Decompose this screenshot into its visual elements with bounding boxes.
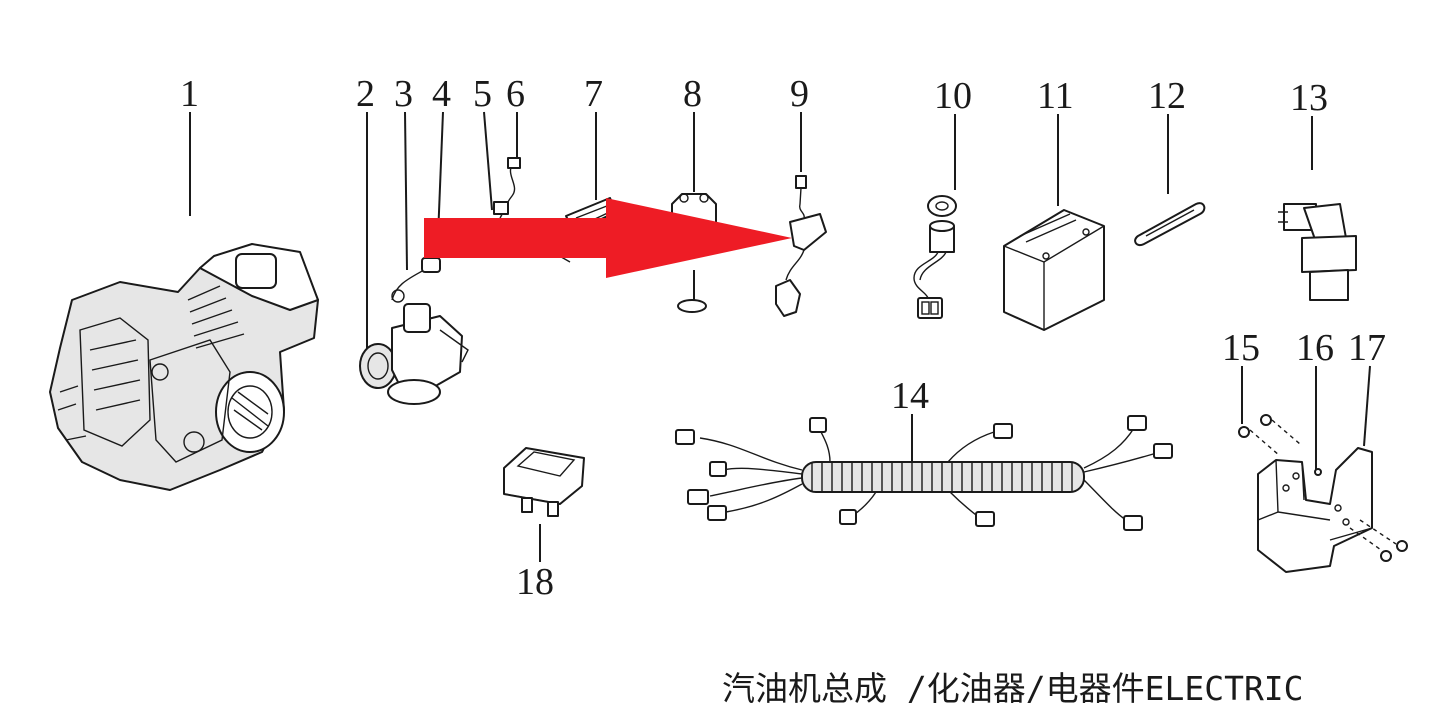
- battery: [1003, 209, 1105, 331]
- callout-1: 1: [180, 73, 199, 115]
- callout-13: 13: [1290, 77, 1328, 119]
- carburetor: [359, 257, 469, 405]
- callout-11: 11: [1037, 75, 1074, 117]
- engine-assembly: [49, 243, 319, 491]
- callout-10: 10: [934, 75, 972, 117]
- wire-harness: [675, 415, 1173, 531]
- sensor-lead: [493, 157, 521, 219]
- highlight-arrow: [424, 198, 792, 278]
- rectifier: [1278, 203, 1357, 301]
- mounting-bracket: [1238, 414, 1408, 573]
- spark-plug-cap: [775, 175, 827, 317]
- callout-2: 2: [356, 73, 375, 115]
- callout-18: 18: [516, 561, 554, 603]
- callout-6: 6: [506, 73, 525, 115]
- callout-14: 14: [891, 375, 929, 417]
- callout-17: 17: [1348, 327, 1386, 369]
- callout-15: 15: [1222, 327, 1260, 369]
- callout-7: 7: [584, 73, 603, 115]
- callout-9: 9: [790, 73, 809, 115]
- callout-5: 5: [473, 73, 492, 115]
- battery-strap: [1134, 202, 1206, 246]
- switch-panel: [503, 447, 585, 517]
- callout-8: 8: [683, 73, 702, 115]
- callout-12: 12: [1148, 75, 1186, 117]
- ignition-switch: [913, 195, 957, 319]
- callout-3: 3: [394, 73, 413, 115]
- leader-lines: [189, 111, 1371, 562]
- diagram-caption: 汽油机总成 /化油器/电器件ELECTRIC: [722, 669, 1304, 708]
- callout-4: 4: [432, 73, 451, 115]
- callout-16: 16: [1296, 327, 1334, 369]
